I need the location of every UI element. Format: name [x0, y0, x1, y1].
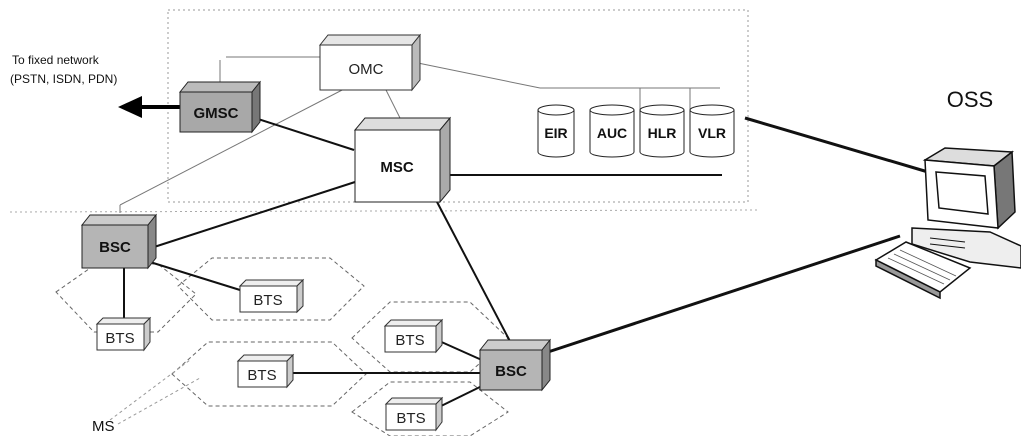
- eir-label: EIR: [544, 125, 567, 141]
- cell-hexagon: [177, 257, 365, 321]
- nss-boundary: [167, 9, 749, 203]
- bts-label: BTS: [395, 332, 424, 349]
- bsc-node-bottom: BSC: [478, 338, 552, 392]
- auc-label: AUC: [597, 125, 627, 141]
- msc-label: MSC: [380, 159, 414, 176]
- omc-node: OMC: [318, 33, 422, 92]
- vlr-label: VLR: [698, 125, 726, 141]
- bts-label: BTS: [396, 410, 425, 427]
- hlr-database: HLR: [639, 104, 685, 158]
- database-cylinders: EIR AUC HLR VLR: [537, 104, 735, 158]
- msc-node: MSC: [353, 116, 452, 204]
- bts-unit: BTS: [238, 278, 305, 314]
- gmsc-node: GMSC: [178, 80, 262, 134]
- bts-unit: BTS: [384, 396, 444, 432]
- omc-label: OMC: [349, 61, 384, 78]
- oss-links: [547, 116, 929, 354]
- fixed-network-arrow: [118, 96, 180, 118]
- bts-unit: BTS: [95, 316, 152, 352]
- bts-unit: BTS: [383, 318, 444, 354]
- bts-unit: BTS: [236, 353, 295, 389]
- bts-label: BTS: [105, 330, 134, 347]
- cell-hexagon: [55, 263, 197, 333]
- oss-label: OSS: [947, 87, 993, 112]
- hlr-label: HLR: [648, 125, 677, 141]
- bts-label: BTS: [253, 292, 282, 309]
- oss-computer: OSS: [874, 87, 1021, 300]
- bsc-top-label: BSC: [99, 239, 131, 256]
- thin-links: [119, 56, 720, 213]
- ms-label: MS: [92, 418, 115, 435]
- thick-links: [123, 116, 722, 409]
- vlr-database: VLR: [689, 104, 735, 158]
- fixed-network-label: To fixed network: [12, 53, 100, 67]
- bsc-node-top: BSC: [80, 213, 158, 270]
- eir-database: EIR: [537, 104, 575, 158]
- ms-pointers: [109, 359, 201, 425]
- bsc-bottom-label: BSC: [495, 363, 527, 380]
- auc-database: AUC: [589, 104, 635, 158]
- bts-label: BTS: [247, 367, 276, 384]
- gmsc-label: GMSC: [194, 105, 239, 122]
- fixed-network-sublabel: (PSTN, ISDN, PDN): [10, 72, 117, 86]
- bss-boundary: [9, 209, 761, 213]
